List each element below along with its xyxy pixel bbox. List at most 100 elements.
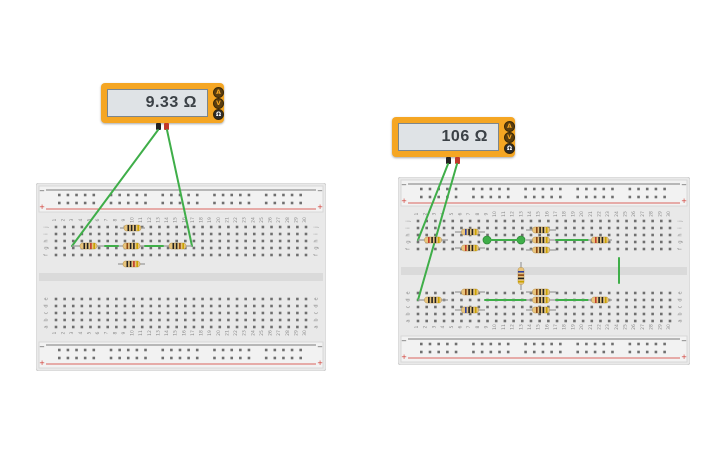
breadboard-hole[interactable] (201, 225, 204, 229)
rail-hole[interactable] (126, 356, 130, 360)
rail-hole[interactable] (480, 195, 484, 199)
breadboard-hole[interactable] (261, 311, 265, 315)
rail-hole[interactable] (282, 201, 285, 205)
breadboard-hole[interactable] (175, 297, 178, 301)
breadboard-hole[interactable] (123, 325, 127, 329)
breadboard-hole[interactable] (607, 226, 611, 230)
breadboard-hole[interactable] (175, 239, 178, 243)
rail-hole[interactable] (454, 195, 458, 199)
breadboard-hole[interactable] (132, 297, 135, 301)
rail-hole[interactable] (446, 342, 449, 346)
breadboard-hole[interactable] (80, 232, 84, 236)
breadboard-hole[interactable] (227, 253, 230, 257)
breadboard-hole[interactable] (529, 219, 533, 223)
breadboard-hole[interactable] (660, 319, 663, 323)
rail-hole[interactable] (524, 195, 527, 199)
rail-hole[interactable] (109, 201, 113, 205)
breadboard-hole[interactable] (115, 304, 118, 308)
rail-hole[interactable] (446, 350, 449, 354)
breadboard-hole[interactable] (71, 325, 75, 329)
probe-black-terminal[interactable] (156, 123, 161, 130)
breadboard-hole[interactable] (512, 319, 515, 323)
breadboard-hole[interactable] (494, 298, 498, 302)
rail-hole[interactable] (118, 201, 121, 205)
breadboard-hole[interactable] (425, 240, 428, 244)
breadboard-hole[interactable] (573, 298, 576, 302)
rail-hole[interactable] (663, 350, 666, 354)
breadboard-hole[interactable] (106, 304, 110, 308)
breadboard-hole[interactable] (442, 219, 446, 223)
breadboard-hole[interactable] (468, 305, 472, 309)
breadboard-hole[interactable] (244, 304, 247, 308)
breadboard-hole[interactable] (625, 247, 628, 251)
breadboard-hole[interactable] (89, 232, 92, 236)
breadboard-hole[interactable] (166, 311, 170, 315)
breadboard-hole[interactable] (477, 291, 481, 295)
rail-hole[interactable] (654, 350, 658, 354)
breadboard-hole[interactable] (97, 311, 101, 315)
breadboard-hole[interactable] (115, 311, 118, 315)
rail-hole[interactable] (637, 350, 640, 354)
breadboard-hole[interactable] (132, 239, 135, 243)
rail-hole[interactable] (247, 193, 251, 197)
rail-hole[interactable] (282, 348, 285, 352)
rail-hole[interactable] (437, 342, 440, 346)
breadboard-hole[interactable] (512, 247, 515, 251)
breadboard-hole[interactable] (538, 233, 541, 237)
breadboard-hole[interactable] (209, 246, 213, 250)
breadboard-hole[interactable] (184, 225, 187, 229)
breadboard-hole[interactable] (668, 305, 672, 309)
breadboard-hole[interactable] (520, 298, 524, 302)
rail-hole[interactable] (654, 187, 658, 191)
breadboard-hole[interactable] (625, 298, 628, 302)
rail-hole[interactable] (506, 342, 510, 346)
breadboard-hole[interactable] (416, 233, 420, 237)
breadboard-hole[interactable] (304, 297, 308, 301)
breadboard-hole[interactable] (158, 232, 161, 236)
breadboard-hole[interactable] (651, 226, 654, 230)
breadboard-hole[interactable] (468, 226, 472, 230)
breadboard-hole[interactable] (599, 305, 602, 309)
breadboard-hole[interactable] (451, 240, 455, 244)
breadboard-hole[interactable] (573, 305, 576, 309)
breadboard-hole[interactable] (132, 311, 135, 315)
breadboard-hole[interactable] (209, 232, 213, 236)
breadboard-hole[interactable] (158, 246, 161, 250)
breadboard-hole[interactable] (175, 304, 178, 308)
breadboard-hole[interactable] (235, 253, 239, 257)
breadboard-hole[interactable] (201, 253, 204, 257)
breadboard-hole[interactable] (451, 247, 455, 251)
breadboard-hole[interactable] (416, 312, 420, 316)
breadboard-hole[interactable] (607, 298, 611, 302)
breadboard-hole[interactable] (460, 226, 463, 230)
breadboard-hole[interactable] (261, 325, 265, 329)
breadboard-hole[interactable] (209, 297, 213, 301)
breadboard-hole[interactable] (270, 246, 273, 250)
rail-hole[interactable] (135, 193, 139, 197)
breadboard-hole[interactable] (503, 291, 507, 295)
rail-hole[interactable] (170, 193, 173, 197)
breadboard-hole[interactable] (486, 219, 489, 223)
breadboard-hole[interactable] (166, 225, 170, 229)
rail-hole[interactable] (585, 342, 588, 346)
breadboard-hole[interactable] (252, 225, 256, 229)
breadboard-hole[interactable] (304, 318, 308, 322)
breadboard-hole[interactable] (633, 312, 637, 316)
breadboard-hole[interactable] (244, 318, 247, 322)
rail-hole[interactable] (602, 195, 606, 199)
breadboard-hole[interactable] (296, 253, 299, 257)
rail-hole[interactable] (109, 356, 113, 360)
breadboard-hole[interactable] (416, 319, 420, 323)
rail-hole[interactable] (602, 350, 606, 354)
breadboard-hole[interactable] (451, 219, 455, 223)
breadboard-hole[interactable] (468, 319, 472, 323)
rail-hole[interactable] (472, 350, 475, 354)
breadboard-hole[interactable] (278, 253, 282, 257)
breadboard-hole[interactable] (468, 312, 472, 316)
breadboard-hole[interactable] (590, 233, 594, 237)
breadboard-hole[interactable] (547, 247, 550, 251)
breadboard-hole[interactable] (304, 325, 308, 329)
breadboard-hole[interactable] (201, 304, 204, 308)
rail-hole[interactable] (239, 348, 242, 352)
rail-hole[interactable] (628, 195, 632, 199)
